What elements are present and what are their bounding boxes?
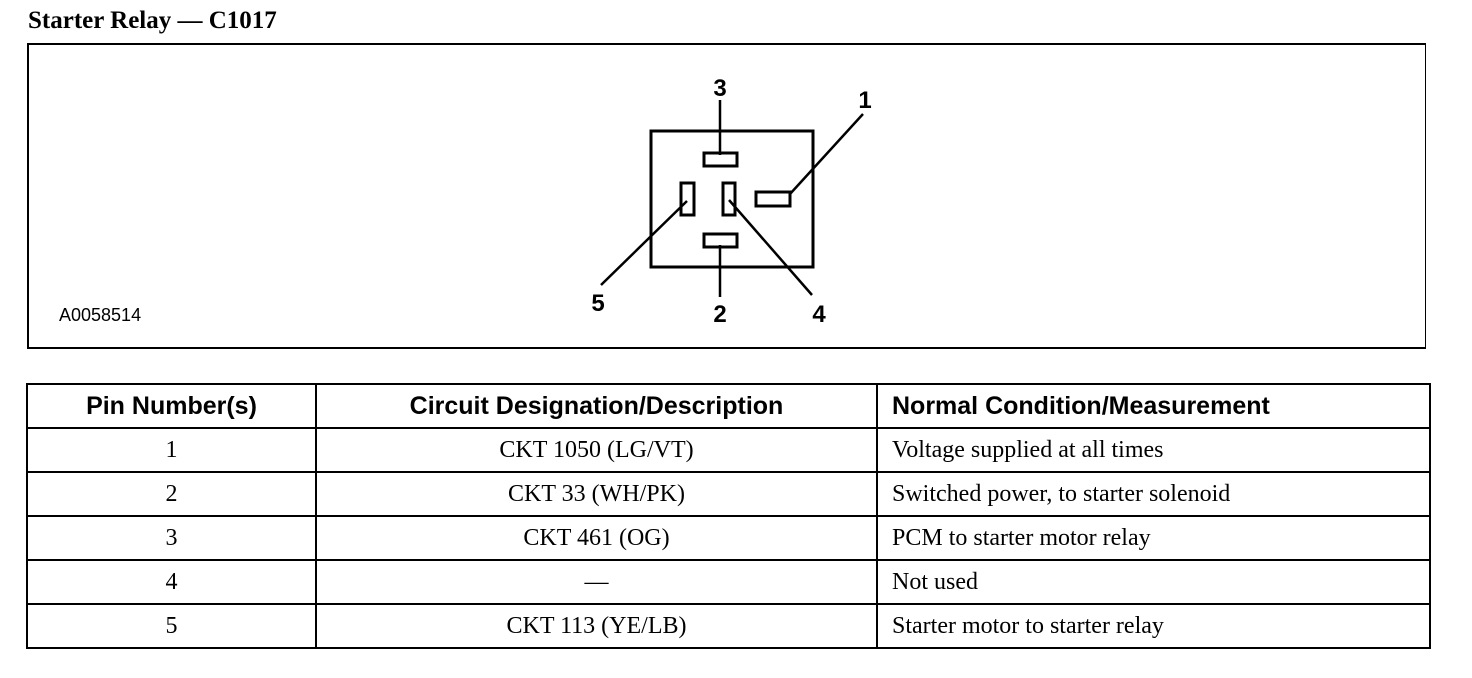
pin-table: Pin Number(s) Circuit Designation/Descri… [26, 383, 1431, 649]
column-header-circuit: Circuit Designation/Description [315, 383, 878, 429]
leader-line-1 [789, 113, 864, 195]
table-row: 2 CKT 33 (WH/PK) Switched power, to star… [26, 471, 1431, 517]
pin-number-cell: 5 [26, 603, 317, 649]
condition-cell: Not used [876, 559, 1431, 605]
pin-number-cell: 4 [26, 559, 317, 605]
leader-line-4 [728, 199, 813, 296]
table-row: 1 CKT 1050 (LG/VT) Voltage supplied at a… [26, 427, 1431, 473]
table-row: 4 — Not used [26, 559, 1431, 605]
page-title: Starter Relay — C1017 [28, 7, 277, 34]
circuit-cell: CKT 1050 (LG/VT) [315, 427, 878, 473]
figure-id: A0058514 [59, 305, 141, 325]
pin-label-2: 2 [713, 301, 726, 328]
leader-line-5 [600, 200, 688, 286]
pin-label-4: 4 [812, 301, 826, 328]
pin-label-5: 5 [591, 290, 604, 317]
connector-face-view: 3 1 5 2 4 A0058514 [59, 75, 872, 328]
condition-cell: Starter motor to starter relay [876, 603, 1431, 649]
column-header-pin: Pin Number(s) [26, 383, 317, 429]
terminal-5 [679, 181, 696, 217]
condition-cell: Switched power, to starter solenoid [876, 471, 1431, 517]
circuit-cell: CKT 461 (OG) [315, 515, 878, 561]
circuit-cell: CKT 113 (YE/LB) [315, 603, 878, 649]
table-row: 3 CKT 461 (OG) PCM to starter motor rela… [26, 515, 1431, 561]
terminal-1 [754, 190, 792, 208]
table-header-row: Pin Number(s) Circuit Designation/Descri… [26, 383, 1431, 429]
connector-diagram: 3 1 5 2 4 A0058514 [27, 43, 1426, 349]
pin-label-3: 3 [713, 75, 726, 102]
condition-cell: PCM to starter motor relay [876, 515, 1431, 561]
pin-number-cell: 1 [26, 427, 317, 473]
terminal-4 [721, 181, 737, 217]
column-header-condition: Normal Condition/Measurement [876, 383, 1431, 429]
connector-housing [649, 129, 815, 269]
pin-label-1: 1 [858, 87, 871, 114]
condition-cell: Voltage supplied at all times [876, 427, 1431, 473]
circuit-cell: — [315, 559, 878, 605]
circuit-cell: CKT 33 (WH/PK) [315, 471, 878, 517]
table-row: 5 CKT 113 (YE/LB) Starter motor to start… [26, 603, 1431, 649]
pin-number-cell: 2 [26, 471, 317, 517]
pin-number-cell: 3 [26, 515, 317, 561]
